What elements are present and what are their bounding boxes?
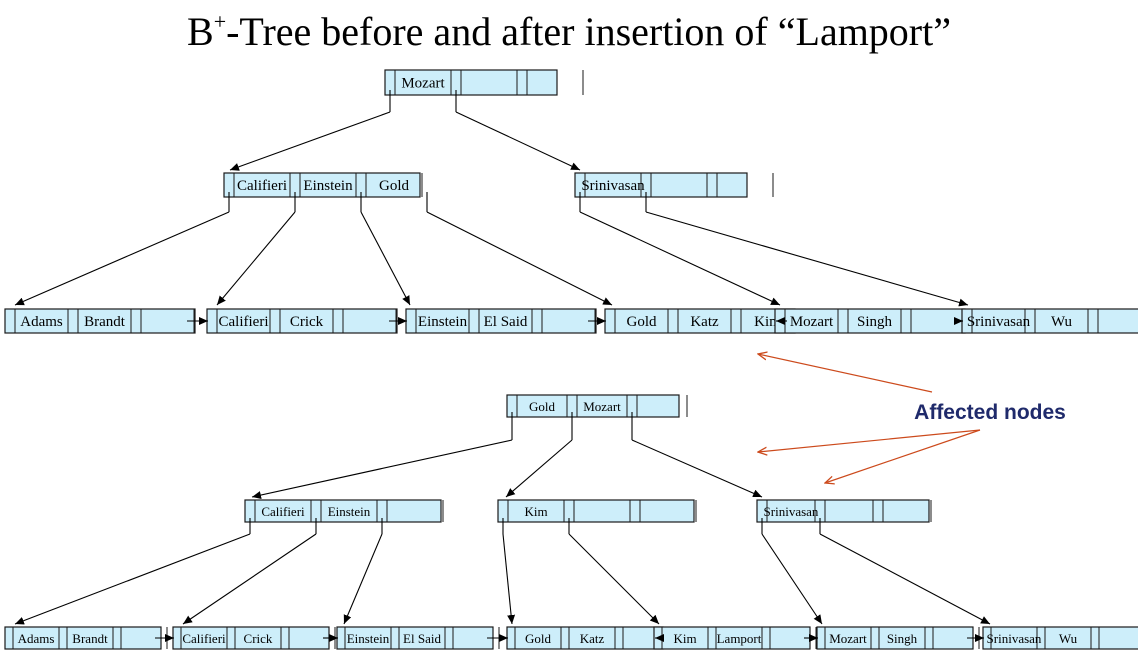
title-superscript: +: [214, 9, 226, 34]
title-prefix: B: [187, 9, 214, 54]
node-key: Califieri: [219, 314, 269, 330]
pointer-arrow: [426, 211, 613, 306]
pointer-arrow: [14, 533, 251, 625]
node-key: Singh: [887, 631, 918, 646]
after-internal-node-1: Califieri Einstein: [244, 499, 444, 523]
after-leaf-node-6: Mozart Singh: [816, 626, 980, 650]
node-key: Einstein: [303, 178, 353, 194]
node-key: Brandt: [84, 314, 126, 330]
pointer-arrow: [631, 439, 763, 498]
pointer-arrow: [229, 111, 391, 171]
node-box: [497, 499, 695, 523]
after-leaf-node-4: Gold Katz: [506, 626, 670, 650]
affected-nodes-label: Affected nodes: [914, 401, 1066, 424]
callout-arrow: [758, 354, 933, 393]
pointer-arrow: [645, 211, 969, 307]
before-internal-node-1: Califieri Einstein Gold: [223, 172, 423, 198]
after-internal-node-2: Kim: [497, 499, 697, 523]
pointer-arrow: [502, 533, 516, 625]
node-box: [574, 172, 748, 198]
before-leaf-node-6: Srinivasan Wu: [961, 308, 1138, 334]
node-key: Kim: [524, 504, 547, 519]
node-box: [506, 394, 680, 418]
node-key: Brandt: [72, 631, 108, 646]
affected-nodes-callout: Affected nodes: [758, 354, 1066, 483]
node-key: Einstein: [328, 504, 371, 519]
node-key: Srinivasan: [967, 314, 1031, 330]
callout-arrow: [825, 429, 981, 483]
node-key: Katz: [690, 314, 719, 330]
node-key: Crick: [290, 314, 324, 330]
node-key: Mozart: [583, 399, 621, 414]
before-root-node: Mozart: [384, 69, 584, 96]
pointer-arrow: [455, 111, 581, 171]
pointer-arrow: [761, 533, 823, 625]
pointer-arrow: [579, 211, 781, 306]
node-box: [384, 69, 558, 96]
node-box: [604, 308, 796, 334]
pointer-arrow: [343, 533, 383, 625]
node-key: Adams: [20, 314, 63, 330]
node-key: Califieri: [182, 631, 226, 646]
node-box: [4, 308, 196, 334]
after-internal-node-3: Srinivasan: [756, 499, 932, 523]
before-leaf-node-5: Mozart Singh: [774, 308, 966, 334]
node-box: [774, 308, 966, 334]
after-leaf-node-2: Califieri Crick: [172, 626, 336, 650]
node-key: Srinivasan: [987, 631, 1042, 646]
title-rest: -Tree before and after insertion of “Lam…: [226, 9, 951, 54]
after-leaf-node-7: Srinivasan Wu: [982, 626, 1138, 650]
node-key: Gold: [627, 314, 658, 330]
node-key: Srinivasan: [764, 504, 819, 519]
node-box: [756, 499, 930, 523]
after-root-node: Gold Mozart: [506, 394, 688, 418]
after-leaf-node-5: Kim Lamport: [653, 626, 817, 650]
node-box: [244, 499, 442, 523]
node-key: Mozart: [790, 314, 834, 330]
pointer-arrow: [568, 533, 660, 625]
node-key: Mozart: [829, 631, 867, 646]
node-key: Gold: [529, 399, 556, 414]
after-leaf-node-3: Einstein El Said: [336, 626, 500, 650]
node-key: Einstein: [418, 314, 468, 330]
callout-arrow: [758, 429, 981, 452]
node-key: Singh: [857, 314, 893, 330]
pointer-arrow: [251, 439, 513, 499]
node-key: Mozart: [401, 76, 445, 92]
node-key: El Said: [484, 314, 528, 330]
pointer-arrow: [14, 211, 230, 306]
node-key: Einstein: [347, 631, 390, 646]
diagram-title: B+-Tree before and after insertion of “L…: [187, 9, 951, 54]
before-leaf-node-2: Califieri Crick: [206, 308, 398, 334]
before-leaf-node-1: Adams Brandt: [4, 308, 196, 334]
node-box: [405, 308, 597, 334]
pointer-arrow: [360, 211, 411, 306]
before-leaf-node-3: Einstein El Said: [405, 308, 597, 334]
pointer-arrow: [216, 211, 296, 306]
node-key: Adams: [18, 631, 55, 646]
node-key: Lamport: [717, 631, 762, 646]
node-key: Wu: [1059, 631, 1078, 646]
node-key: Crick: [244, 631, 273, 646]
node-key: Gold: [525, 631, 552, 646]
pointer-arrow: [182, 533, 317, 625]
before-internal-node-2: Srinivasan: [574, 172, 774, 198]
node-key: Wu: [1051, 314, 1073, 330]
pointer-arrow: [505, 439, 573, 498]
node-key: El Said: [403, 631, 441, 646]
node-key: Kim: [673, 631, 696, 646]
node-key: Califieri: [237, 178, 287, 194]
node-key: Srinivasan: [581, 178, 645, 194]
node-key: Katz: [580, 631, 605, 646]
node-key: Gold: [379, 178, 410, 194]
node-key: Califieri: [261, 504, 305, 519]
pointer-arrow: [819, 533, 991, 625]
node-box: [223, 172, 421, 198]
after-leaf-node-1: Adams Brandt: [4, 626, 168, 650]
